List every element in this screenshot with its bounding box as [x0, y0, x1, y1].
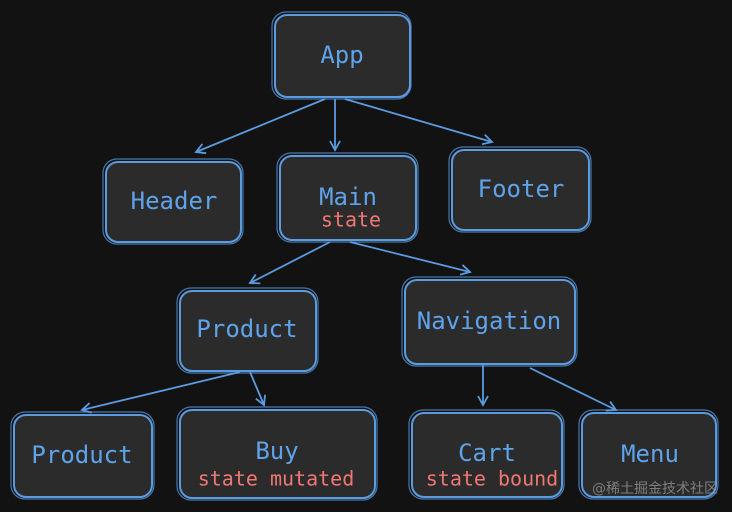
edge-app-to-header: [194, 98, 326, 155]
node-navigation-box-sketch: [401, 276, 578, 367]
node-main-box: [279, 155, 417, 241]
node-buy-label: Buy: [255, 437, 298, 465]
node-footer-label: Footer: [478, 175, 565, 203]
node-product: Product: [176, 287, 319, 374]
watermark: @稀土掘金技术社区: [592, 481, 718, 497]
node-footer-box: [451, 149, 590, 231]
edge-app-to-footer: [344, 98, 494, 146]
node-navigation-label: Navigation: [417, 307, 562, 335]
node-buy-box: [179, 409, 376, 499]
node-app-box-sketch: [271, 11, 412, 100]
node-product-label: Product: [196, 315, 297, 343]
node-product-box-sketch: [176, 287, 319, 374]
node-footer: Footer: [448, 146, 592, 233]
node-product-leaf-box: [13, 414, 153, 498]
node-cart: Cart state bound: [408, 409, 565, 500]
node-main-label: Main: [319, 183, 377, 211]
node-cart-state: state bound: [426, 467, 558, 491]
node-menu-label: Menu: [621, 440, 679, 468]
node-product-leaf-box-sketch: [10, 411, 155, 500]
node-menu: Menu: [578, 409, 719, 500]
node-main: Main state: [276, 152, 419, 243]
edge-product-to-product2: [80, 371, 241, 414]
node-app: App: [271, 11, 412, 100]
node-product-box: [179, 290, 317, 372]
node-app-label: App: [320, 41, 363, 69]
node-header: Header: [102, 158, 244, 245]
node-footer-box-sketch: [448, 146, 592, 233]
node-product-leaf-label: Product: [31, 441, 132, 469]
node-navigation-box: [404, 279, 576, 365]
node-main-box-sketch: [276, 152, 419, 243]
node-menu-box-sketch: [578, 409, 719, 500]
node-cart-box: [411, 412, 563, 498]
node-buy-box-sketch: [176, 406, 378, 501]
node-buy: Buy state mutated: [176, 406, 378, 501]
edge-navigation-to-menu: [529, 367, 618, 412]
node-header-box: [105, 161, 242, 243]
node-app-box: [274, 14, 411, 98]
node-main-state: state: [321, 208, 381, 232]
edge-main-to-navigation: [349, 241, 472, 276]
node-header-label: Header: [131, 187, 218, 215]
node-navigation: Navigation: [401, 276, 578, 367]
node-cart-label: Cart: [458, 439, 516, 467]
node-buy-state: state mutated: [198, 467, 355, 491]
node-header-box-sketch: [102, 158, 244, 245]
node-product-leaf: Product: [10, 411, 155, 500]
edge-main-to-product: [248, 241, 331, 285]
edge-product-to-buy: [249, 371, 266, 407]
node-cart-box-sketch: [408, 409, 565, 500]
node-menu-box: [581, 412, 717, 498]
